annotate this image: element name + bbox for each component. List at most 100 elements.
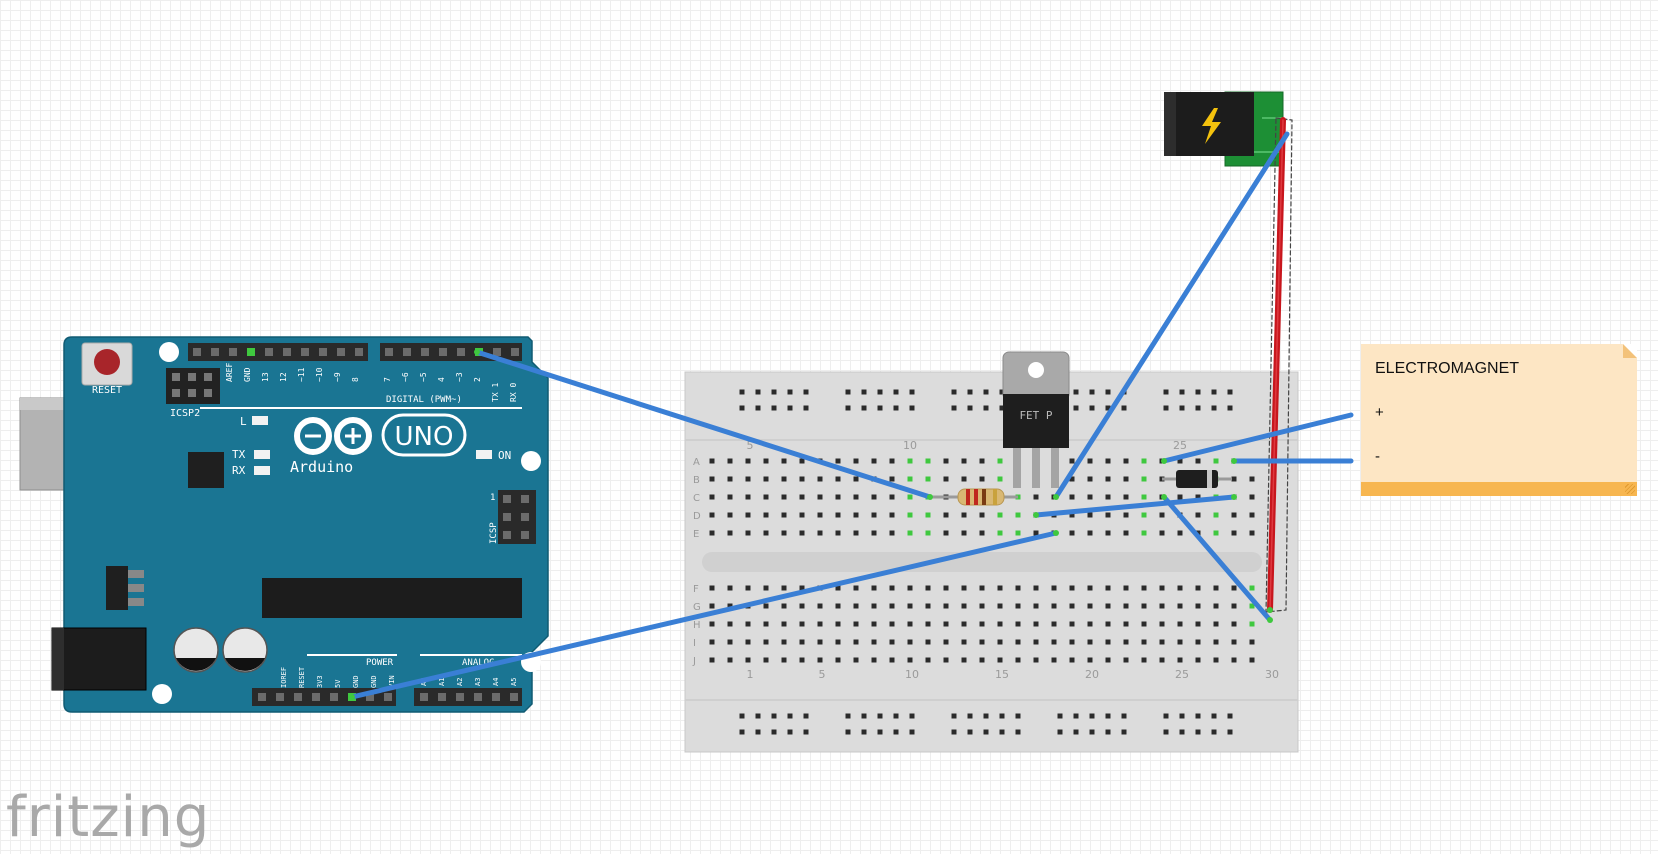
breadboard-hole [799,657,805,663]
svg-text:H: H [693,620,701,631]
breadboard-hole [1159,512,1165,518]
svg-text:A3: A3 [474,678,482,686]
breadboard-hole [1123,639,1129,645]
breadboard-hole [755,405,761,411]
breadboard-hole [835,657,841,663]
wire-blue-mosfet-to-jack[interactable] [1053,131,1290,500]
breadboard-hole [889,530,895,536]
breadboard-hole [961,621,967,627]
breadboard-hole [745,621,751,627]
mounting-hole [152,684,172,704]
breadboard-hole [1195,639,1201,645]
led-on [476,450,492,459]
breadboard-hole [845,389,851,395]
breadboard-hole [727,494,733,500]
breadboard-hole [727,657,733,663]
breadboard-hole [1179,405,1185,411]
svg-text:~6: ~6 [401,372,410,382]
breadboard-hole [979,657,985,663]
breadboard-hole [781,621,787,627]
breadboard-hole [907,657,913,663]
breadboard-hole [835,585,841,591]
atmega-chip [262,578,522,618]
svg-text:VIN: VIN [388,675,396,688]
breadboard-hole [709,512,715,518]
resistor[interactable] [930,488,1018,506]
svg-text:30: 30 [1265,668,1279,681]
breadboard-hole [1087,639,1093,645]
breadboard-hole [739,389,745,395]
digital-label: DIGITAL (PWM~) [386,395,462,405]
breadboard-hole [1227,405,1233,411]
svg-text:1: 1 [747,668,754,681]
breadboard-hole [1141,494,1147,500]
breadboard-hole [909,389,915,395]
breadboard-hole [853,476,859,482]
breadboard-hole [771,729,777,735]
breadboard-hole [817,621,823,627]
breadboard-hole [1015,657,1021,663]
breadboard-hole [1177,657,1183,663]
breadboard-hole [1227,713,1233,719]
breadboard-hole [709,639,715,645]
breadboard-hole [1073,713,1079,719]
led-tx [254,450,270,459]
wire-blue-electromagnet-plus[interactable] [1161,412,1354,464]
breadboard-hole [1249,494,1255,500]
breadboard-hole [1069,476,1075,482]
breadboard-hole [1069,585,1075,591]
breadboard-hole [925,530,931,536]
breadboard-hole [979,621,985,627]
breadboard-hole [763,603,769,609]
diode[interactable] [1162,470,1232,488]
breadboard-hole [1213,585,1219,591]
breadboard-hole [951,405,957,411]
voltage-regulator [106,566,128,610]
arduino-uno-board[interactable]: RESET ICSP2 AREF GND 13 [19,336,549,713]
breadboard[interactable]: A B C D E F G H I J 5 10 25 1 5 10 15 20… [684,371,1299,753]
breadboard-hole [1213,512,1219,518]
breadboard-hole [1211,389,1217,395]
dc-barrel-jack[interactable] [1164,91,1284,167]
dc-power-jack [51,627,147,691]
breadboard-hole [745,476,751,482]
breadboard-hole [999,405,1005,411]
breadboard-hole [951,389,957,395]
breadboard-hole [1089,389,1095,395]
wire-blue-diode-to-rail[interactable] [1161,494,1273,623]
breadboard-hole [889,621,895,627]
breadboard-hole [1195,713,1201,719]
breadboard-hole [1051,585,1057,591]
breadboard-hole [1069,603,1075,609]
breadboard-hole [1195,512,1201,518]
breadboard-hole [871,585,877,591]
breadboard-hole [925,512,931,518]
breadboard-hole [1211,405,1217,411]
arduino-brand: Arduino [290,458,353,476]
analog-label: ANALOG [462,658,495,668]
led-rx [254,466,270,475]
breadboard-hole [1123,458,1129,464]
breadboard-hole [871,512,877,518]
wire-blue-mosfet-to-diode[interactable] [1033,494,1237,518]
wire-blue-gnd-to-breadboard[interactable] [349,530,1059,700]
breadboard-hole [709,585,715,591]
reset-button-cap[interactable] [94,349,120,375]
mosfet-transistor[interactable]: FET P [1002,351,1070,488]
wire-blue-pin2-to-resistor[interactable] [474,349,933,500]
svg-text:25: 25 [1173,439,1187,452]
electromagnet-note[interactable]: ELECTROMAGNET + - [1361,344,1637,496]
svg-text:2: 2 [473,377,482,382]
breadboard-hole [1163,405,1169,411]
breadboard-hole [1121,713,1127,719]
breadboard-hole [1213,639,1219,645]
breadboard-hole [1195,729,1201,735]
note-resize-handle[interactable] [1625,484,1635,494]
breadboard-hole [745,639,751,645]
breadboard-hole [1069,530,1075,536]
breadboard-hole [909,405,915,411]
breadboard-hole [1087,621,1093,627]
breadboard-hole [889,639,895,645]
breadboard-hole [799,585,805,591]
breadboard-hole [817,639,823,645]
